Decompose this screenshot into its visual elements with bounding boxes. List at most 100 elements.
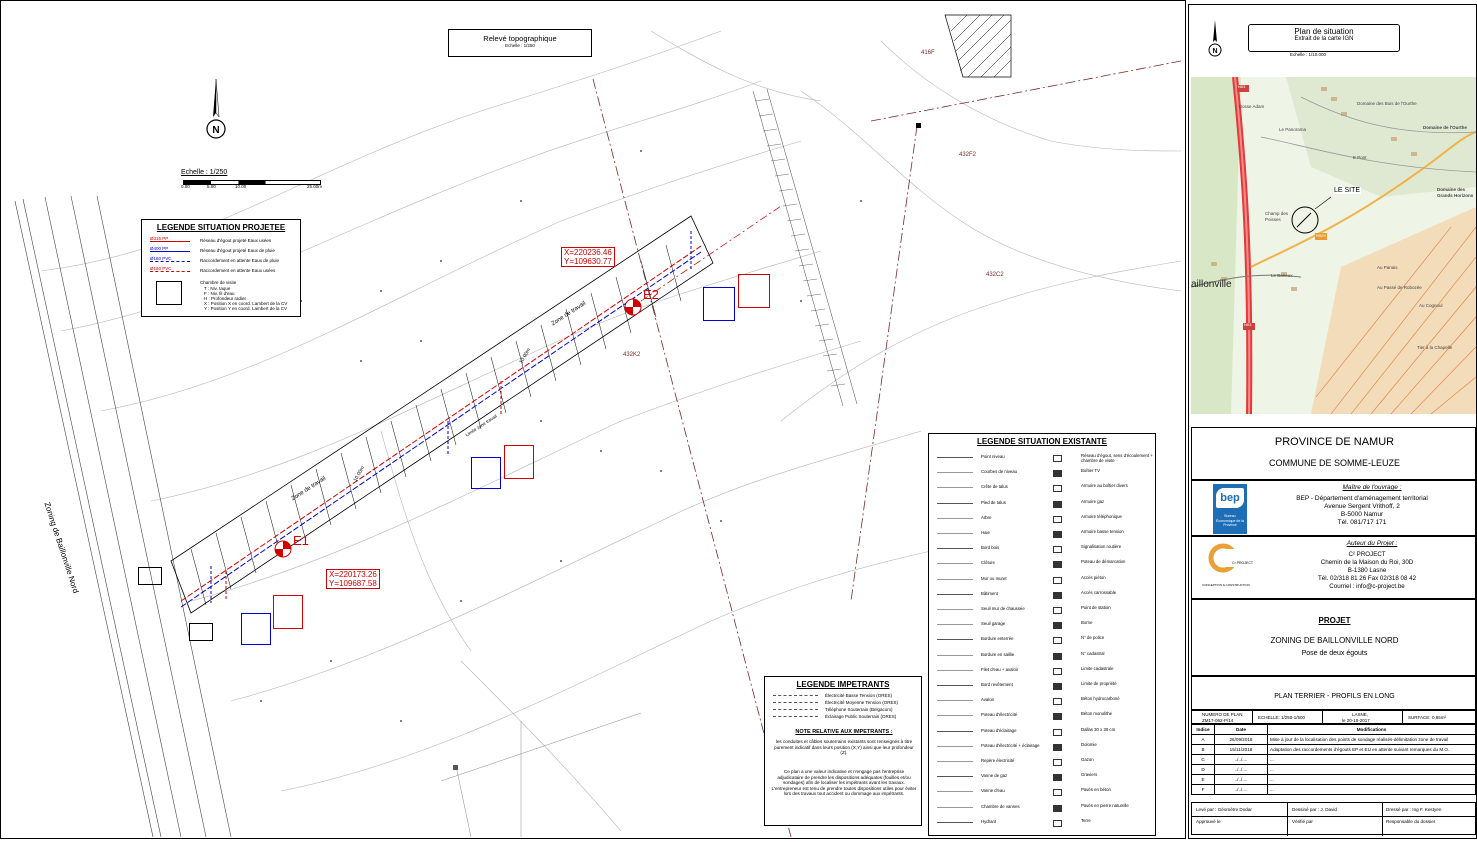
legend-label: Limite cadastrale	[1081, 665, 1114, 671]
legend-label: Poteau d'éclairage	[981, 727, 1017, 733]
road-label: N929	[1316, 233, 1326, 238]
legend-symbol	[937, 669, 973, 671]
legend-projected-title: LEGENDE SITUATION PROJETEE	[156, 223, 286, 232]
legend-symbol	[1053, 500, 1062, 508]
survey-points	[260, 150, 862, 722]
legend-impetrants-title: LEGENDE IMPETRANTS	[796, 680, 890, 689]
plan-place: LASNE,	[1352, 712, 1369, 717]
legend-existing-row: Armoire au boîtier divers	[1047, 482, 1155, 494]
plan-name: PLAN TERRIER - PROFILS EN LONG	[1274, 693, 1395, 700]
table-row: E../../.......	[1191, 774, 1476, 785]
legend-existing-row: Pavés en pierre naturelle	[1047, 802, 1155, 814]
legend-label: Arbre	[981, 514, 992, 520]
legend-code: Ø160 PVC	[150, 256, 172, 261]
author-line: C² PROJECT	[1348, 551, 1386, 558]
cadastral-lines	[592, 60, 1182, 838]
dessine-par: Dessiné par : J. David	[1292, 807, 1337, 812]
legend-existing-row: Hydrant	[933, 817, 1045, 829]
legend-existing-row: Vanne de gaz	[933, 771, 1045, 783]
legend-label: Seuil garage	[981, 621, 1006, 627]
legend-text: F : Niv. fil d'eau	[204, 291, 235, 296]
main-title: Relevé topographique	[483, 34, 557, 43]
legend-symbol	[937, 700, 973, 702]
legend-text: Chambre de visite	[200, 280, 237, 285]
legend-existing-row: Point niveau	[933, 452, 1045, 464]
legend-label: Bordure en saillie	[981, 651, 1015, 657]
legend-label: Seuil mur de chaussée	[981, 606, 1025, 611]
author-line: Chemin de la Maison du Roi, 30D	[1320, 559, 1414, 566]
client-line: B-5000 Namur	[1340, 511, 1384, 518]
legend-existing-row: Courbes de niveau	[933, 467, 1045, 479]
revisions-cell: ...	[1267, 774, 1476, 785]
client-line: Avenue Sergent Vrithoff, 2	[1324, 503, 1400, 510]
legend-label: Accès carrossable	[1081, 589, 1117, 595]
legend-label: Signalisation routière	[1081, 544, 1122, 550]
coord-x: X=220173.26	[329, 570, 377, 579]
legend-existing-row: Vanne d'eau	[933, 786, 1045, 798]
legend-label: Dolomie	[1081, 741, 1097, 747]
legend-symbol	[937, 563, 973, 565]
legend-symbol	[1053, 607, 1062, 614]
legend-existing-row: Béton monolithe	[1047, 710, 1155, 722]
legend-label: Armoire téléphonique	[1081, 513, 1122, 519]
legend-label: Poteau d'électricité + éclairage	[981, 742, 1040, 748]
revisions-cell: C	[1191, 754, 1215, 765]
legend-symbol	[937, 624, 973, 626]
legend-label: N° de police	[1081, 635, 1105, 641]
legend-label: Vanne de gaz	[981, 773, 1008, 779]
legend-label: Haie	[981, 530, 990, 535]
title-block-project: PROJET ZONING DE BAILLONVILLE NORD Pose …	[1191, 599, 1476, 676]
legend-label: Armoire basse tension	[1081, 529, 1124, 534]
legend-label: Courbes de niveau	[981, 469, 1018, 475]
legend-label: Limite de propriété	[1081, 681, 1117, 686]
revisions-cell: D	[1191, 764, 1215, 775]
legend-label: N° cadastral	[1081, 650, 1105, 656]
revisions-cell: ../../....	[1214, 754, 1268, 765]
map-label: Au Panais	[1377, 265, 1398, 270]
svg-text:N: N	[1212, 48, 1217, 55]
legend-label: Repère électricité	[981, 758, 1015, 763]
legend-symbol	[937, 533, 973, 534]
legend-text: Éclairage Public Souterrain (ORES)	[825, 714, 897, 719]
plan-number-label: NUMERO DE PLAN	[1202, 712, 1243, 717]
legend-label: Boîtier TV	[1081, 468, 1101, 474]
surface-value: 0,85m²	[1432, 715, 1447, 720]
legend-symbol	[937, 639, 973, 641]
legend-text: Électricité Moyenne Tension (ORES)	[825, 700, 898, 705]
legend-existing-row: N° cadastral	[1047, 650, 1155, 662]
map-label: Bosse Adam	[1239, 104, 1265, 109]
map-label: Au Cognoul	[1419, 303, 1443, 308]
legend-impetrants: LEGENDE IMPETRANTS Électricité Basse Ten…	[764, 676, 922, 826]
dresse-par: Dressé par : Ing F. Kestyen	[1386, 807, 1442, 812]
legend-symbol	[937, 776, 973, 778]
chamber-info-box	[138, 567, 162, 585]
legend-symbol	[1053, 759, 1062, 766]
revisions-cell: B	[1191, 744, 1215, 755]
building-hatched	[944, 14, 1012, 78]
table-row: C../../.......	[1191, 754, 1476, 765]
legend-label: Bord revêtement	[981, 682, 1013, 687]
legend-existing-row: Graviers	[1047, 771, 1155, 783]
impetrants-note-title: NOTE RELATIVE AUX IMPETRANTS :	[795, 729, 893, 735]
map-label: aillonville	[1191, 279, 1232, 290]
legend-label: Point niveau	[981, 454, 1005, 459]
legend-symbol	[1053, 531, 1062, 538]
revisions-cell: ...	[1267, 754, 1476, 765]
author-title: Auteur du Projet :	[1346, 540, 1398, 547]
legend-label: Béton hydrocarboné	[1081, 696, 1120, 702]
client-lines: BEP - Département d'aménagement territor…	[1252, 495, 1472, 527]
legend-symbol	[1053, 576, 1062, 584]
plan-scale: ECHELLE: 1/250-1/500	[1258, 715, 1306, 720]
legend-symbol	[937, 487, 973, 489]
legend-symbol	[937, 593, 973, 595]
legend-existing-row: Armoire gaz	[1047, 498, 1155, 510]
legend-existing-row: Pavés en béton	[1047, 786, 1155, 798]
legend-label: Point de station	[1081, 605, 1111, 610]
chamber-info-box	[504, 445, 534, 479]
c-project-logo: C² PROJECT CONCEPTION & CONSTRUCTION	[1202, 543, 1254, 593]
legend-existing-row: Gazon	[1047, 756, 1155, 768]
legend-label: Graviers	[1081, 772, 1098, 778]
legend-text: X : Position X en coord. Lambert de la C…	[204, 301, 288, 306]
